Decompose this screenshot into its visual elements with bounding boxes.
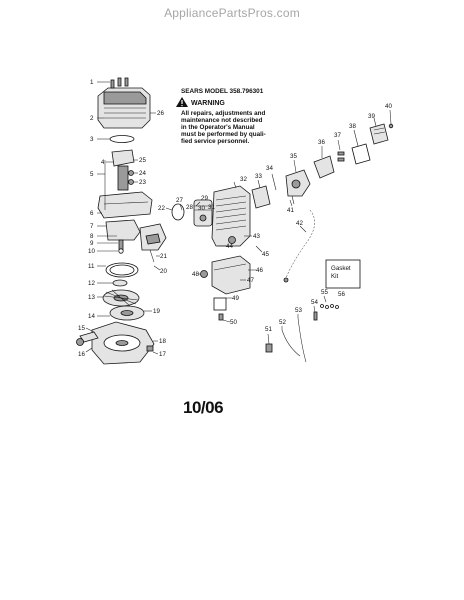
part-number: 23 [139,179,146,186]
ignition-coil[interactable] [139,223,167,263]
part-number: 2 [90,115,94,122]
gasket-kit[interactable] [325,259,361,289]
part-number: 45 [262,251,269,258]
part-number: 26 [157,110,164,117]
starter-spring[interactable] [105,262,139,278]
part-number: 41 [287,207,294,214]
starter-pulley[interactable] [112,279,128,287]
page-date: 10/06 [183,398,224,417]
starter-housing[interactable] [76,321,155,365]
fuel-line[interactable] [285,209,315,279]
part-number: 12 [88,280,95,287]
part-number: 32 [240,176,247,183]
part-number: 27 [176,197,183,204]
part-number: 15 [78,325,85,332]
leader-lines [85,81,392,355]
part-number: 44 [226,243,233,250]
gasket-ring[interactable] [171,203,185,221]
part-number: 55 [321,289,328,296]
part-number: 28 [186,204,193,211]
part-number: 29 [201,195,208,202]
part-number: 5 [90,171,94,178]
part-number: 1 [90,79,94,86]
warning-line: must be performed by quali- [181,131,266,138]
spacer-plate[interactable] [251,185,271,209]
part-number: 46 [256,267,263,274]
part-number: 7 [90,223,94,230]
part-number: 42 [296,220,303,227]
warning-title: WARNING [191,100,225,107]
part-number: 43 [253,233,260,240]
part-number: 24 [139,170,146,177]
part-number: 3 [90,136,94,143]
part-number: 31 [208,204,215,211]
part-number: 49 [232,295,239,302]
clutch[interactable] [109,305,145,321]
gasket-kit-label: Gasket [331,265,351,272]
part-number: 51 [265,326,272,333]
part-number: 54 [311,299,318,306]
crankcase[interactable] [97,191,153,219]
part-number: 11 [88,263,95,270]
ignition-module[interactable] [105,219,141,254]
part-callouts: 1 2 26 3 4 5 25 24 23 6 7 8 9 10 11 12 1… [78,79,392,358]
warning-icon [176,97,188,107]
o-ring[interactable] [109,135,135,143]
part-number: 53 [295,307,302,314]
part-number: 30 [198,205,205,212]
warning-line: All repairs, adjustments and [181,110,265,117]
part-number: 38 [349,123,356,130]
piston[interactable] [193,199,213,227]
part-number: 33 [255,173,262,180]
part-number: 50 [230,319,237,326]
part-number: 19 [153,308,160,315]
part-number: 13 [88,294,95,301]
part-number: 17 [159,351,166,358]
part-number: 56 [338,291,345,298]
muffler[interactable] [200,255,251,321]
part-number: 8 [90,233,94,240]
part-number: 52 [279,319,286,326]
cylinder[interactable] [211,185,251,247]
cylinder-cover[interactable] [97,87,151,129]
part-number: 18 [159,338,166,345]
warning-line: in the Operator's Manual [181,124,255,131]
part-number: 20 [160,268,167,275]
model-number: SEARS MODEL 358.796301 [181,88,264,95]
part-number: 16 [78,351,85,358]
flywheel[interactable] [102,289,140,307]
part-number: 36 [318,139,325,146]
warning-line: maintenance not described [181,117,263,124]
site-watermark: AppliancePartsPros.com [164,6,300,20]
intake-assembly[interactable] [111,149,135,191]
part-number: 21 [160,253,167,260]
air-filter-housing[interactable] [313,123,394,179]
fuel-system-parts[interactable] [265,304,339,363]
warning-line: fied service personnel. [181,138,249,145]
cover-screws[interactable] [110,77,129,89]
part-number: 34 [266,165,273,172]
part-number: 4 [101,159,105,166]
part-number: 14 [88,313,95,320]
part-number: 40 [385,103,392,110]
part-number: 9 [90,240,94,247]
part-number: 39 [368,113,375,120]
part-number: 22 [158,205,165,212]
part-number: 47 [247,277,254,284]
gasket-kit-label: Kit [331,273,339,280]
part-number: 10 [88,248,95,255]
part-number: 48 [192,271,199,278]
part-number: 25 [139,157,146,164]
part-number: 37 [334,132,341,139]
part-number: 6 [90,210,94,217]
part-number: 35 [290,153,297,160]
carburetor[interactable] [285,169,311,205]
